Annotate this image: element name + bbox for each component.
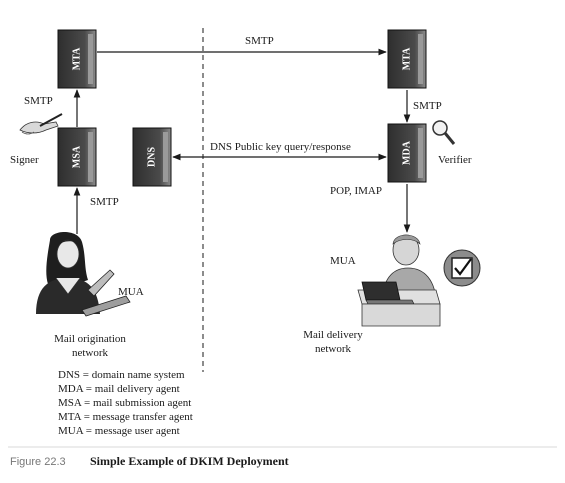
mda-server: MDA [387, 123, 427, 183]
mta-origin-server: MTA [57, 29, 97, 89]
delivery-network-label-2: network [315, 343, 352, 355]
dns-query-label: DNS Public key query/response [210, 141, 351, 153]
pop-imap-label: POP, IMAP [330, 185, 382, 197]
legend-item: MDA = mail delivery agent [58, 383, 180, 395]
mua-left-label: MUA [118, 286, 144, 298]
figure-number: Figure 22.3 [10, 456, 66, 468]
signer-pen-icon [19, 113, 63, 135]
legend: DNS = domain name system MDA = mail deli… [58, 369, 193, 437]
mta-dest-label: MTA [401, 47, 412, 70]
msa-label: MSA [71, 145, 82, 168]
verifier-magnifier-icon [432, 120, 456, 145]
smtp-user-msa-label: SMTP [90, 196, 119, 208]
signer-label: Signer [10, 154, 39, 166]
legend-item: MTA = message transfer agent [58, 411, 193, 423]
dns-server: DNS [132, 127, 172, 187]
verified-checkbox-icon [443, 249, 481, 287]
smtp-msa-mta-label: SMTP [24, 95, 53, 107]
sender-user-illustration [36, 232, 131, 317]
legend-item: MSA = mail submission agent [58, 397, 191, 409]
smtp-top-label: SMTP [245, 35, 274, 47]
legend-item: DNS = domain name system [58, 369, 185, 381]
mta-dest-server: MTA [387, 29, 427, 89]
mua-right-label: MUA [330, 255, 356, 267]
delivery-network-label-1: Mail delivery [303, 329, 363, 341]
origin-network-label-1: Mail origination [54, 333, 126, 345]
figure-title: Simple Example of DKIM Deployment [90, 454, 289, 468]
verifier-label: Verifier [438, 154, 472, 166]
smtp-mta-mda-label: SMTP [413, 100, 442, 112]
mta-origin-label: MTA [71, 47, 82, 70]
legend-item: MUA = message user agent [58, 425, 180, 437]
dns-label: DNS [146, 147, 157, 167]
msa-server: MSA [57, 127, 97, 187]
origin-network-label-2: network [72, 347, 109, 359]
recipient-user-illustration [357, 234, 441, 327]
mda-label: MDA [401, 140, 412, 165]
